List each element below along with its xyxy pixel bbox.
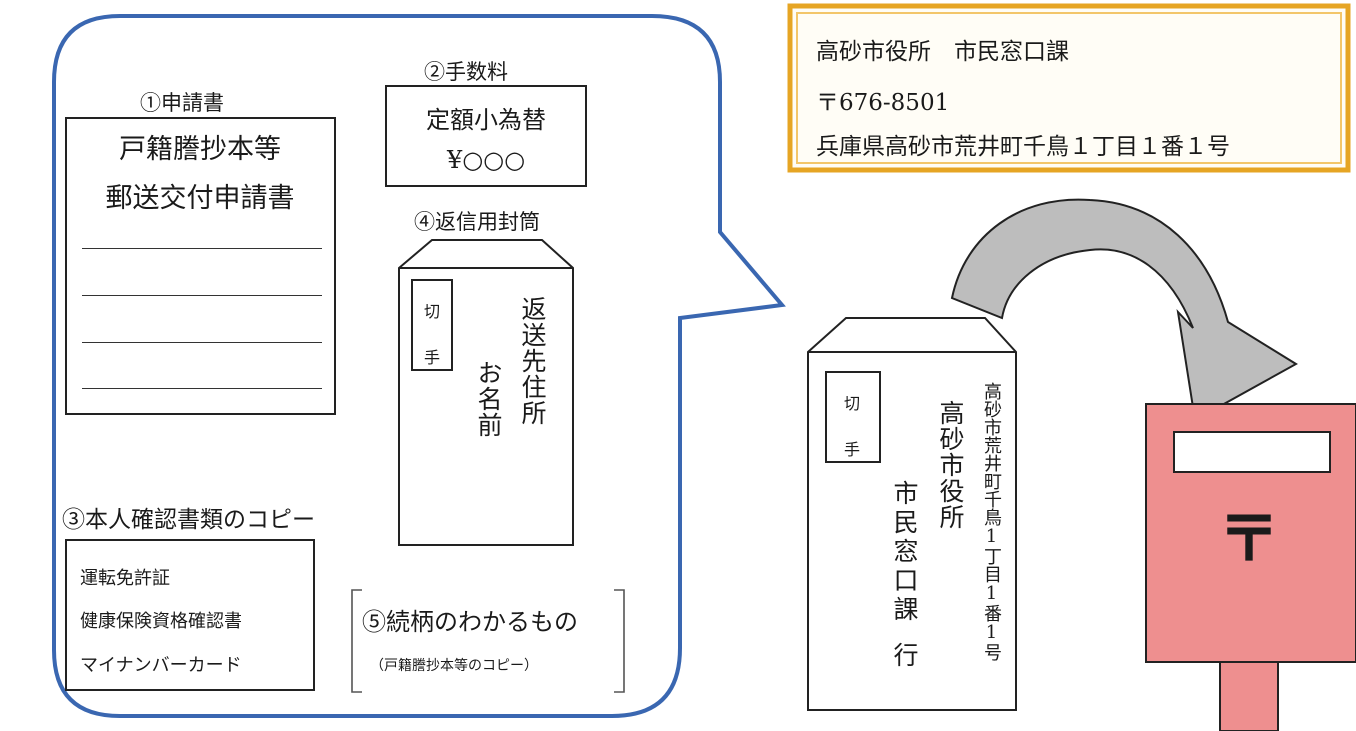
return-stamp-box <box>411 279 453 371</box>
return-envelope-label: ④返信用封筒 <box>414 210 540 234</box>
outgoing-stamp-char-2: 手 <box>844 440 861 459</box>
speech-bubble <box>52 14 786 718</box>
id-copy-box <box>65 539 315 691</box>
application-title-line1: 戸籍謄抄本等 <box>119 134 281 165</box>
application-label: ①申請書 <box>140 91 224 115</box>
outgoing-office-text: 高砂市役所 <box>936 400 965 530</box>
return-name-text: お名前 <box>474 360 503 438</box>
id-item-insurance: 健康保険資格確認書 <box>80 611 242 632</box>
destination-office: 高砂市役所 市民窓口課 <box>816 39 1069 65</box>
relation-bracket-left <box>351 589 362 693</box>
application-form-box <box>65 117 336 415</box>
id-item-mynumber: マイナンバーカード <box>80 655 242 676</box>
relation-bracket-right <box>614 589 625 693</box>
destination-address: 兵庫県高砂市荒井町千鳥１丁目１番１号 <box>816 134 1230 160</box>
outgoing-stamp-char-1: 切 <box>844 394 861 413</box>
application-title-line2: 郵送交付申請書 <box>105 183 295 214</box>
postbox-slot <box>1173 431 1331 473</box>
postbox-post <box>1219 661 1279 731</box>
outgoing-dept-text: 市民窓口課 <box>890 480 919 625</box>
destination-box-inner <box>796 12 1342 164</box>
fee-label: ②手数料 <box>424 60 508 84</box>
id-copy-label: ③本人確認書類のコピー <box>62 507 315 533</box>
form-line <box>82 388 322 389</box>
id-item-license: 運転免許証 <box>80 568 170 589</box>
form-line <box>82 342 322 343</box>
postal-mark-icon: 〒 <box>1218 502 1281 575</box>
return-stamp-char-2: 手 <box>424 348 441 367</box>
form-line <box>82 248 322 249</box>
outgoing-address-text: 高砂市荒井町千鳥1丁目1番1号 <box>981 382 1002 661</box>
destination-box-outer <box>787 3 1351 173</box>
relation-sub: （戸籍謄抄本等のコピー） <box>370 658 538 674</box>
destination-postcode: 〒676-8501 <box>816 90 950 116</box>
form-line <box>82 295 322 296</box>
return-address-text: 返送先住所 <box>518 296 547 426</box>
fee-line1: 定額小為替 <box>426 106 546 134</box>
return-stamp-char-1: 切 <box>424 302 441 321</box>
fee-box <box>385 85 587 187</box>
outgoing-suffix-text: 行 <box>890 642 919 667</box>
relation-title: ⑤続柄のわかるもの <box>362 608 578 636</box>
curved-arrow-icon <box>950 198 1298 422</box>
fee-amount: ¥○○○ <box>446 146 526 174</box>
outgoing-stamp-box <box>825 371 881 463</box>
